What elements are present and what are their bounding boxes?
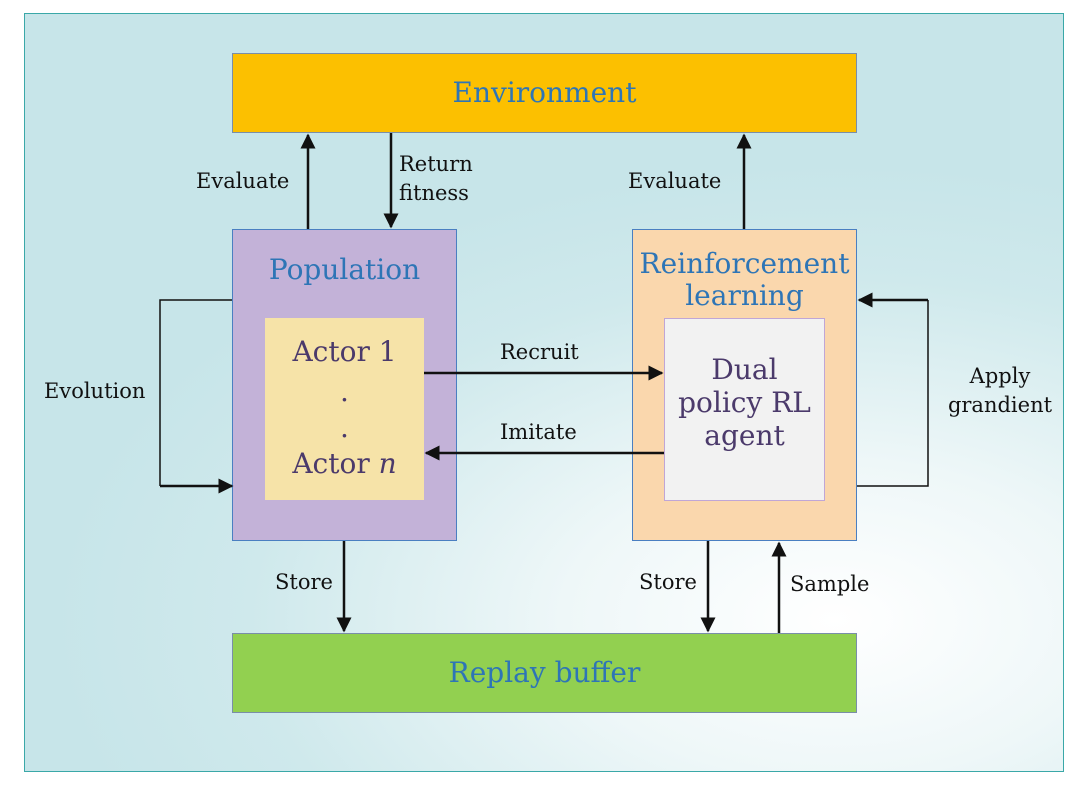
return-fitness-label: Return fitness <box>399 150 473 209</box>
imitate-label: Imitate <box>500 420 577 444</box>
return-line-1: Return <box>399 152 473 176</box>
recruit-label: Recruit <box>500 340 579 364</box>
evaluate-left-label: Evaluate <box>196 169 290 193</box>
dual-policy-agent-box: Dual policy RL agent <box>664 318 825 501</box>
reinforcement-line-2: learning <box>685 279 804 313</box>
agent-line-2: policy RL <box>678 386 811 420</box>
reinforcement-line-1: Reinforcement <box>639 247 850 280</box>
replay-buffer-label: Replay buffer <box>448 655 641 689</box>
agent-label: Dual policy RL agent <box>665 353 824 452</box>
actor-last-label: Actor n <box>265 450 424 478</box>
sample-label: Sample <box>790 572 870 596</box>
environment-label: Environment <box>452 75 637 109</box>
actor-first-label: Actor 1 <box>292 335 397 368</box>
agent-line-3: agent <box>704 419 785 453</box>
apply-line-1: Apply <box>969 364 1031 388</box>
agent-line-1: Dual <box>711 353 778 386</box>
apply-gradient-label: Apply grandient <box>942 362 1058 421</box>
actor-last-variable: n <box>378 447 397 480</box>
replay-buffer-box: Replay buffer <box>232 633 857 713</box>
actor-dot-1: . <box>340 375 349 408</box>
evolution-label: Evolution <box>44 379 146 403</box>
store-right-label: Store <box>639 570 697 594</box>
actor-dot-2: . <box>340 411 349 444</box>
evaluate-right-label: Evaluate <box>628 169 722 193</box>
population-label: Population <box>268 253 421 286</box>
return-line-2: fitness <box>399 181 469 206</box>
actor-last-prefix: Actor <box>292 447 370 480</box>
reinforcement-learning-label: Reinforcement learning <box>633 247 856 313</box>
actors-box: Actor 1 . . Actor n <box>265 318 424 500</box>
apply-line-2: grandient <box>947 393 1053 418</box>
store-left-label: Store <box>275 570 333 594</box>
environment-box: Environment <box>232 53 857 133</box>
